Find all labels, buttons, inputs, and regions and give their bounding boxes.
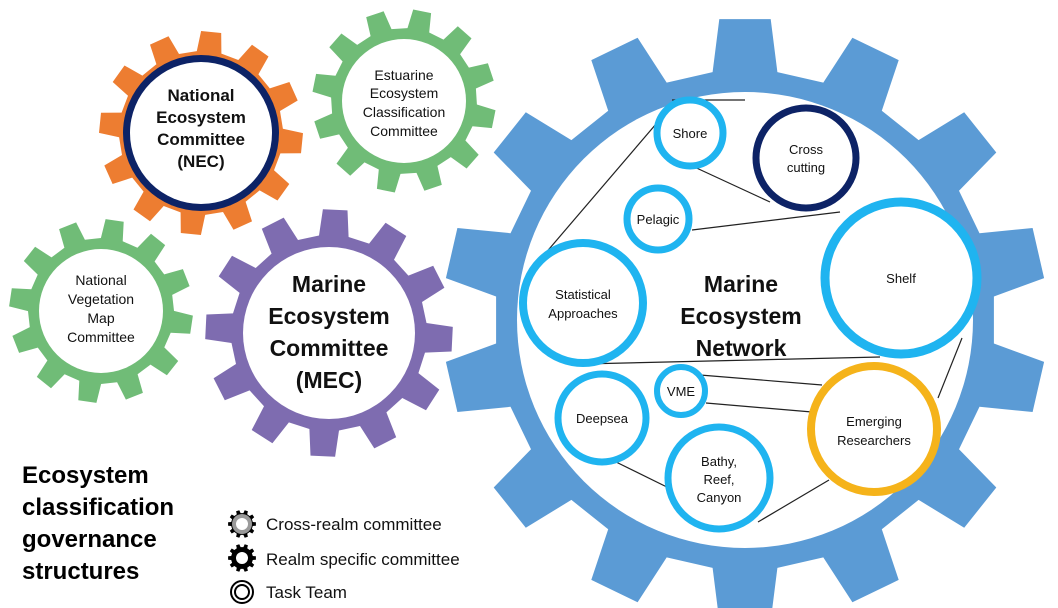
task-team-shelf — [820, 197, 982, 359]
estuarine-label-line: Committee — [370, 123, 438, 139]
mec-label-line: Ecosystem — [268, 303, 389, 329]
vegetation-gear — [9, 219, 193, 403]
connector-line — [691, 211, 841, 231]
cross-realm-gear-icon — [228, 510, 256, 538]
realm-gear-icon — [228, 544, 256, 572]
network-title-line: Network — [696, 335, 787, 361]
vegetation-label-line: National — [75, 272, 126, 288]
deepsea-label: Deepsea — [576, 411, 629, 426]
legend-task-team: Task Team — [266, 583, 347, 602]
mec-label-line: (MEC) — [296, 367, 362, 393]
statistical-label: Statistical — [555, 287, 611, 302]
pelagic-label: Pelagic — [637, 212, 680, 227]
bathy-label: Bathy, — [701, 454, 737, 469]
mec-label-line: Marine — [292, 271, 366, 297]
shore-label: Shore — [673, 126, 708, 141]
vme-label: VME — [667, 384, 696, 399]
nec-label-line: Ecosystem — [156, 108, 246, 127]
bathy-label: Canyon — [697, 490, 742, 505]
legend-cross-realm: Cross-realm committee — [266, 515, 442, 534]
nec-label-line: National — [167, 86, 234, 105]
estuarine-label: Estuarine Ecosystem Classification Commi… — [363, 67, 445, 139]
mec-label-line: Committee — [270, 335, 389, 361]
task-team-shore — [653, 96, 727, 170]
page-title-line: governance — [22, 526, 157, 553]
task-team-cross-cutting — [752, 104, 860, 212]
task-team-pelagic — [623, 184, 693, 254]
page-title-line: classification — [22, 494, 175, 521]
connector-lines — [537, 99, 963, 523]
connector-line — [757, 479, 830, 523]
estuarine-label-line: Estuarine — [374, 67, 433, 83]
vegetation-label: National Vegetation Map Committee — [67, 272, 135, 345]
task-team-deepsea — [554, 370, 650, 466]
task-team-statistical — [519, 239, 647, 367]
vegetation-label-line: Map — [87, 310, 114, 326]
network-title-line: Ecosystem — [680, 303, 801, 329]
estuarine-label-line: Classification — [363, 104, 445, 120]
page-title-line: structures — [22, 558, 140, 585]
page-title: Ecosystem classification governance stru… — [22, 460, 212, 588]
nec-gear — [99, 31, 303, 235]
emerging-label: Emerging — [846, 414, 902, 429]
shelf-label: Shelf — [886, 271, 916, 286]
nec-label-line: (NEC) — [177, 152, 224, 171]
vegetation-label-line: Committee — [67, 329, 135, 345]
connector-line — [937, 337, 963, 399]
cross-label: Cross — [789, 142, 823, 157]
task-team-bathy — [664, 423, 774, 533]
task-team-vme — [654, 364, 708, 418]
estuarine-gear — [312, 9, 496, 193]
connector-line — [699, 374, 823, 386]
legend: Cross-realm committee Realm specific com… — [228, 510, 460, 604]
emerging-label: Researchers — [837, 433, 911, 448]
mec-gear — [205, 209, 453, 457]
legend-realm-specific: Realm specific committee — [266, 550, 460, 569]
cross-label: cutting — [787, 160, 825, 175]
gear-hole — [243, 247, 415, 419]
gear-hole — [236, 552, 248, 564]
mec-label: Marine Ecosystem Committee (MEC) — [268, 271, 389, 393]
gear-hole — [130, 62, 272, 204]
connector-line — [689, 164, 771, 203]
vegetation-label-line: Vegetation — [68, 291, 134, 307]
page-title-line: Ecosystem — [22, 462, 149, 489]
network-title: Marine Ecosystem Network — [680, 271, 801, 361]
estuarine-label-line: Ecosystem — [370, 85, 438, 101]
connector-line — [537, 109, 669, 263]
task-team-icon — [230, 580, 254, 604]
bathy-label: Reef, — [703, 472, 734, 487]
connector-line — [705, 402, 813, 413]
statistical-label: Approaches — [548, 306, 618, 321]
task-team-emerging — [807, 362, 941, 496]
gear-hole — [39, 249, 163, 373]
gear-hole — [236, 518, 248, 530]
nec-label: National Ecosystem Committee (NEC) — [156, 86, 246, 171]
gear-hole — [342, 39, 466, 163]
connector-line — [581, 356, 881, 365]
network-title-line: Marine — [704, 271, 778, 297]
nec-label-line: Committee — [157, 130, 245, 149]
